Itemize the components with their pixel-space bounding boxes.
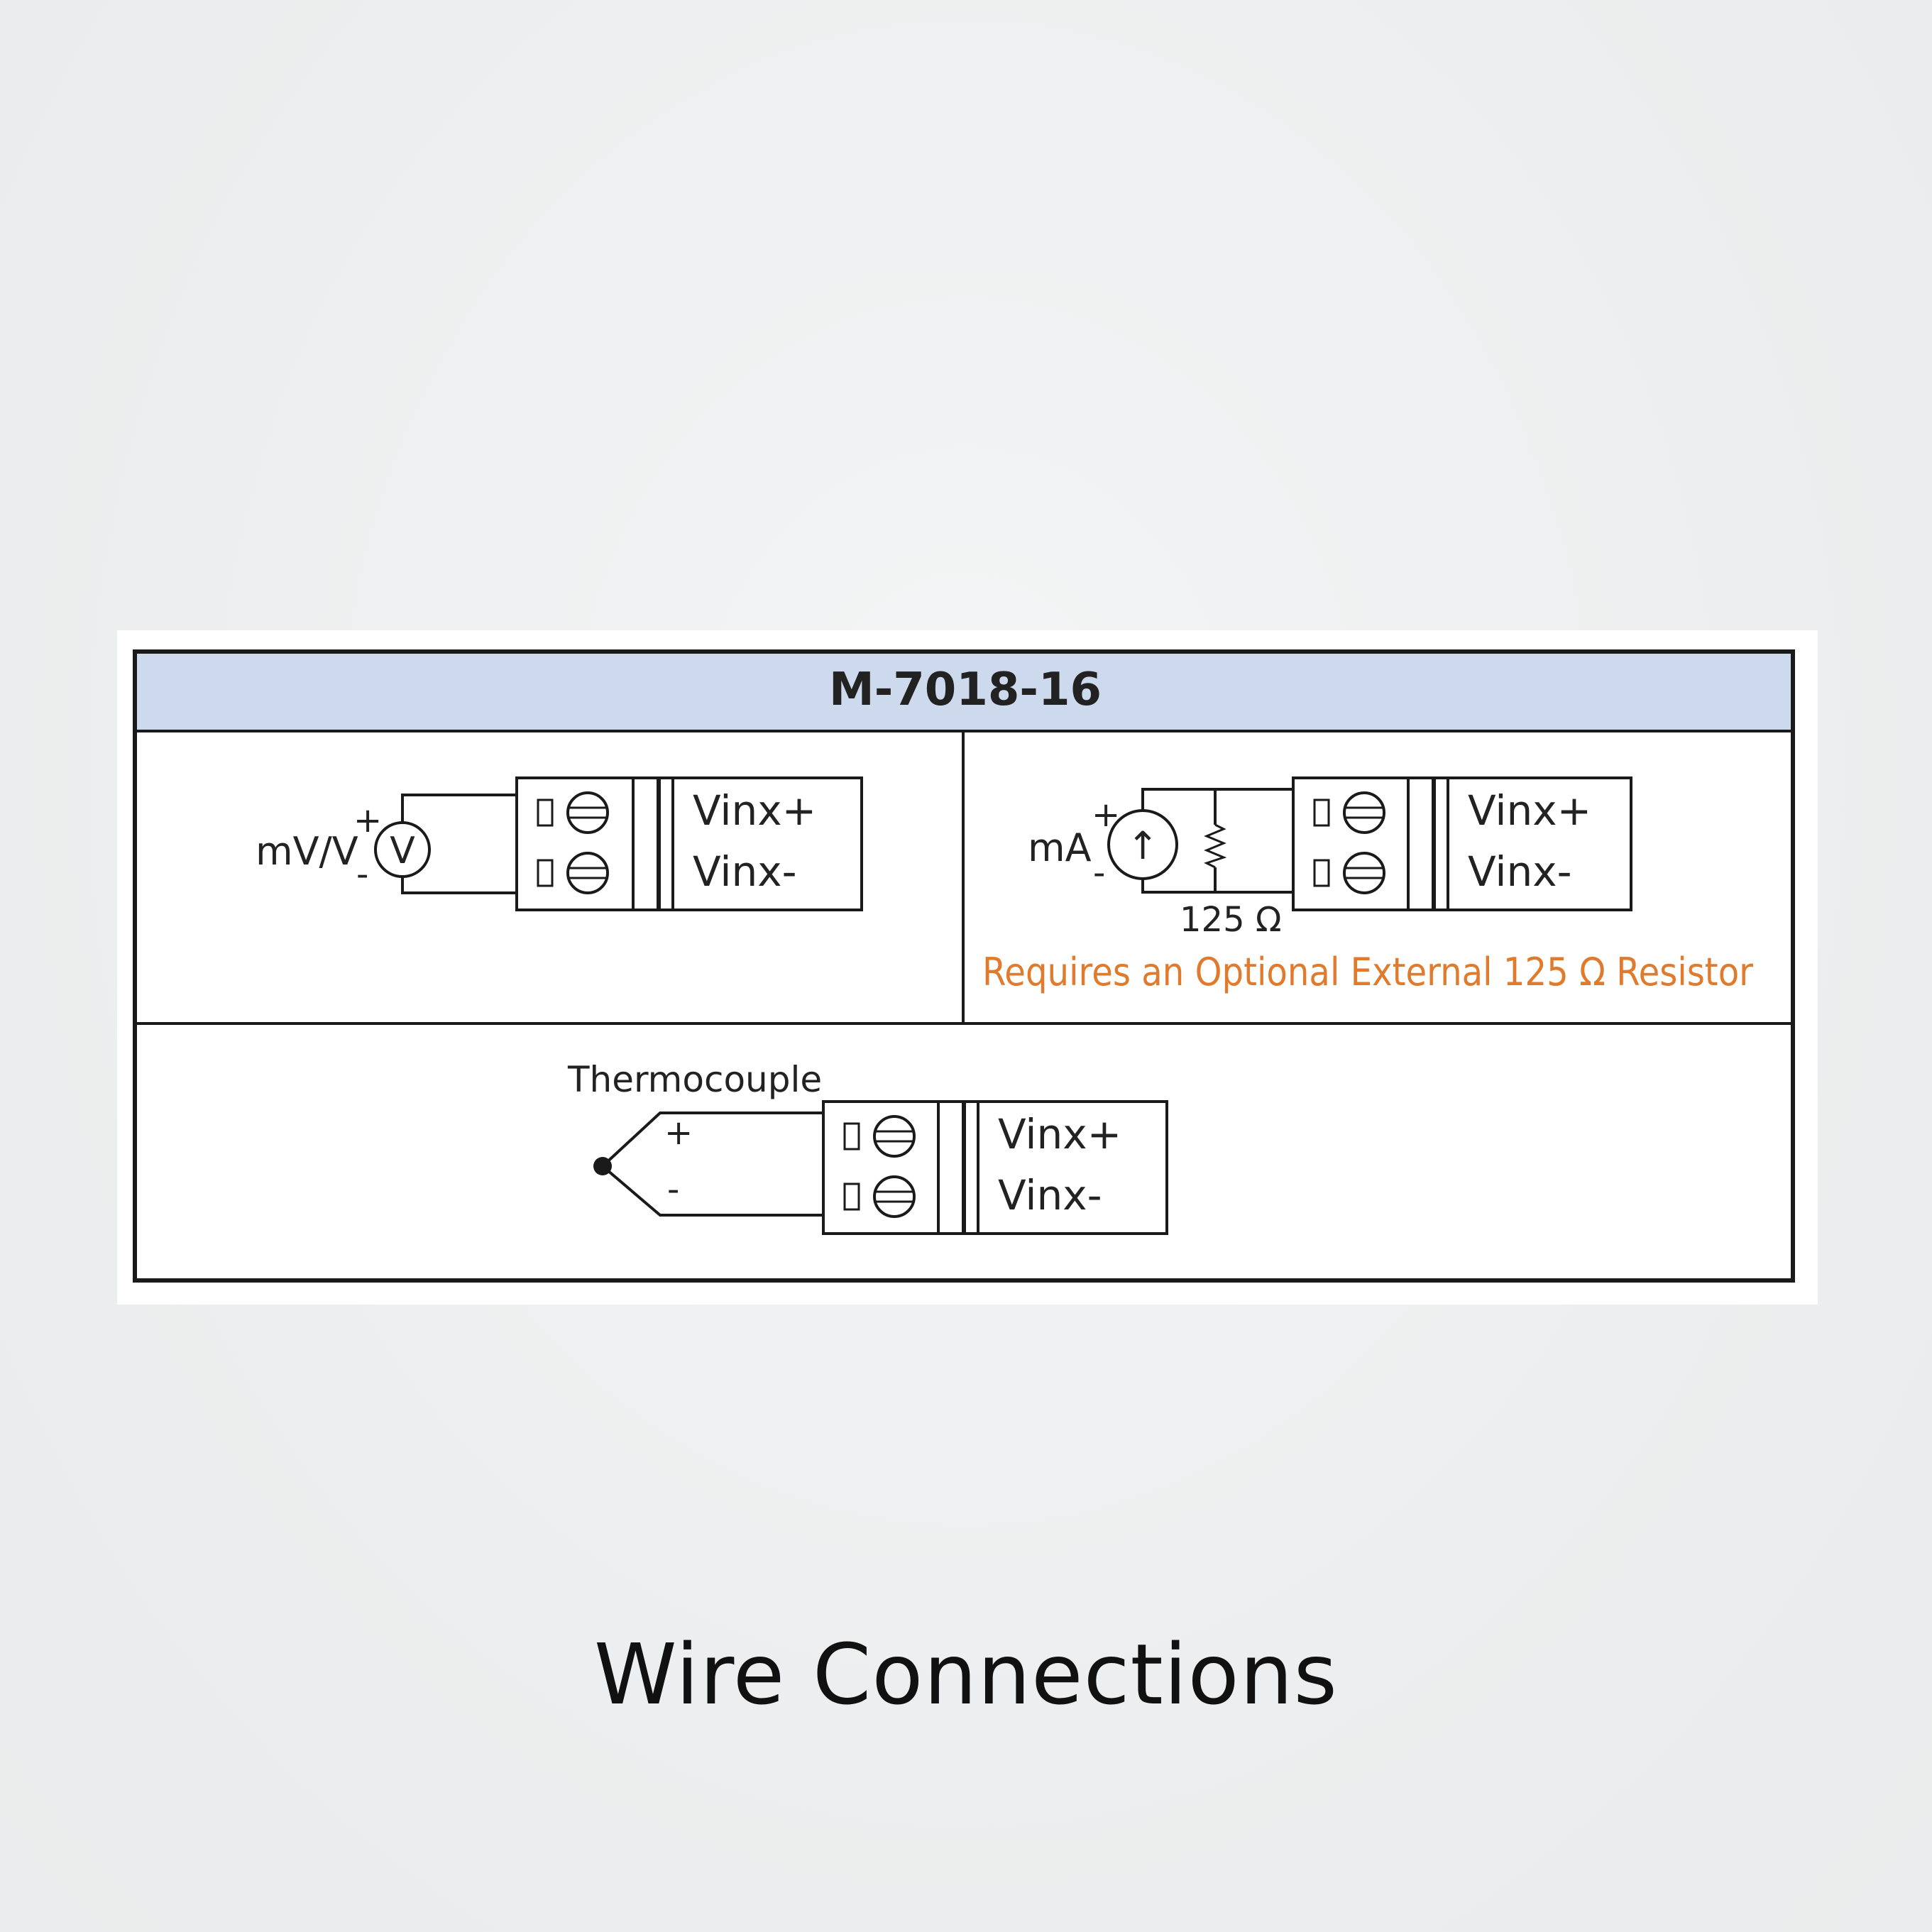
current-minus-sign: - bbox=[1093, 853, 1105, 893]
diagram-title: M-7018-16 bbox=[829, 664, 1102, 716]
current-arrow: ↑ bbox=[1126, 823, 1158, 868]
resistor-symbol bbox=[1204, 823, 1227, 869]
diagram-card bbox=[117, 630, 1818, 1305]
voltage-panel: mV/V + - V Vinx+ Vinx- bbox=[256, 776, 863, 911]
thermocouple-terminal-block bbox=[822, 1100, 1168, 1235]
current-terminal-block bbox=[1292, 776, 1632, 911]
current-terminal-minus: Vinx- bbox=[1468, 847, 1572, 896]
thermocouple-plus-sign: + bbox=[664, 1113, 693, 1153]
voltage-terminal-minus: Vinx- bbox=[693, 847, 797, 896]
voltmeter-letter: V bbox=[390, 830, 415, 872]
resistor-note: Requires an Optional External 125 Ω Resi… bbox=[982, 950, 1754, 994]
thermocouple-panel: Thermocouple + - Vinx+ Vinx- bbox=[567, 1059, 1168, 1235]
thermocouple-minus-sign: - bbox=[667, 1170, 679, 1209]
page-caption: Wire Connections bbox=[593, 1625, 1339, 1723]
current-source-label: mA bbox=[1028, 825, 1092, 870]
voltage-plus-sign: + bbox=[353, 801, 382, 840]
current-terminal-plus: Vinx+ bbox=[1468, 786, 1591, 835]
title-band bbox=[135, 652, 1793, 731]
thermocouple-wires bbox=[601, 1112, 823, 1217]
table-frame bbox=[133, 649, 1795, 1283]
current-wires bbox=[1141, 788, 1293, 894]
resistor-label: 125 Ω bbox=[1180, 900, 1282, 940]
current-panel: mA + - ↑ 125 Ω Vinx+ Vinx- Req bbox=[982, 776, 1754, 994]
voltage-wires bbox=[401, 794, 517, 894]
thermocouple-terminal-plus: Vinx+ bbox=[998, 1110, 1121, 1158]
voltage-terminal-plus: Vinx+ bbox=[693, 786, 816, 835]
voltage-terminal-block bbox=[515, 776, 863, 911]
thermocouple-label: Thermocouple bbox=[567, 1059, 822, 1100]
voltage-source-label: mV/V bbox=[256, 829, 358, 874]
thermocouple-terminal-minus: Vinx- bbox=[998, 1171, 1102, 1219]
voltage-minus-sign: - bbox=[356, 855, 368, 894]
